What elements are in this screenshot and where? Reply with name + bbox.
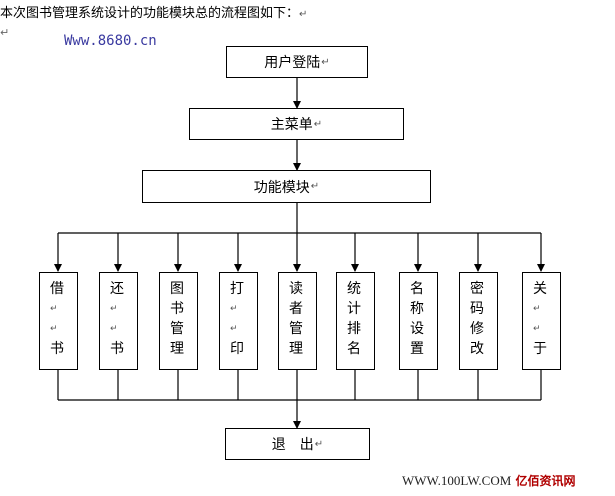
module-char: 统 xyxy=(347,281,361,297)
module-box-5: 读者管理 xyxy=(278,272,317,370)
page-heading: 本次图书管理系统设计的功能模块总的流程图如下：↵ xyxy=(0,2,307,21)
module-char: 书 xyxy=(110,341,124,357)
module-char: ↵ xyxy=(50,324,58,334)
module-char: 书 xyxy=(170,301,184,317)
module-label: 关 ↵ ↵ 于 xyxy=(533,279,547,359)
module-box-1: 借 ↵ ↵ 书 xyxy=(39,272,78,370)
footer-brand: WWW.100LW.COM 亿佰资讯网 xyxy=(402,472,576,489)
module-char: 读 xyxy=(289,281,303,297)
module-char: ↵ xyxy=(50,304,58,314)
module-label: 统计排名 xyxy=(347,279,361,359)
module-char: 计 xyxy=(347,301,361,317)
module-char: 于 xyxy=(533,341,547,357)
module-char: ↵ xyxy=(230,324,238,334)
footer-site-name: 亿佰资讯网 xyxy=(515,474,576,488)
login-label: 用户登陆 xyxy=(264,55,321,71)
module-char: 称 xyxy=(410,301,424,317)
login-mark: ↵ xyxy=(321,56,330,68)
main-menu-box: 主菜单↵ xyxy=(189,108,404,140)
module-char: ↵ xyxy=(110,324,118,334)
exit-label: 退 出 xyxy=(271,437,314,453)
heading-text: 本次图书管理系统设计的功能模块总的流程图如下： xyxy=(0,6,300,21)
module-char: 关 xyxy=(533,281,547,297)
module-box-2: 还 ↵ ↵ 书 xyxy=(99,272,138,370)
module-char: ↵ xyxy=(110,304,118,314)
module-char: 理 xyxy=(170,341,184,357)
exit-mark: ↵ xyxy=(314,438,324,450)
module-char: 还 xyxy=(110,281,124,297)
module-box-4: 打 ↵ ↵ 印 xyxy=(219,272,258,370)
exit-box: 退 出↵ xyxy=(225,428,370,460)
module-char: 设 xyxy=(410,321,424,337)
module-char: 图 xyxy=(170,281,184,297)
module-char: 者 xyxy=(289,301,303,317)
module-char: 改 xyxy=(470,341,484,357)
module-char: 管 xyxy=(289,321,303,337)
module-box-3: 图书管理 xyxy=(159,272,198,370)
module-char: 置 xyxy=(410,341,424,357)
footer-url: WWW.100LW.COM xyxy=(402,473,512,488)
module-box-6: 统计排名 xyxy=(336,272,375,370)
module-label: 读者管理 xyxy=(289,279,303,359)
module-char: 密 xyxy=(470,281,484,297)
module-char: 名 xyxy=(347,341,361,357)
main-menu-mark: ↵ xyxy=(313,118,323,130)
watermark-url: Www.8680.cn xyxy=(64,33,157,49)
module-label: 图书管理 xyxy=(170,279,184,359)
module-label: 密码修改 xyxy=(470,279,484,359)
module-char: 书 xyxy=(50,341,64,357)
module-char: 理 xyxy=(289,341,303,357)
modules-mark: ↵ xyxy=(310,181,320,192)
paragraph-mark: ↵ xyxy=(0,26,10,39)
modules-box: 功能模块↵ xyxy=(142,170,431,203)
module-char: 印 xyxy=(230,341,244,357)
module-label: 还 ↵ ↵ 书 xyxy=(110,279,124,359)
module-box-9: 关 ↵ ↵ 于 xyxy=(522,272,561,370)
login-box: 用户登陆↵ xyxy=(226,46,368,78)
module-char: 打 xyxy=(230,281,244,297)
module-label: 打 ↵ ↵ 印 xyxy=(230,279,244,359)
module-char: 修 xyxy=(470,321,484,337)
module-char: ↵ xyxy=(533,304,541,314)
modules-label: 功能模块 xyxy=(253,179,310,196)
module-label: 借 ↵ ↵ 书 xyxy=(50,279,64,359)
module-box-7: 名称设置 xyxy=(399,272,438,370)
module-label: 名称设置 xyxy=(410,279,424,359)
module-char: 名 xyxy=(410,281,424,297)
module-char: 管 xyxy=(170,321,184,337)
module-char: ↵ xyxy=(230,304,238,314)
module-char: 码 xyxy=(470,301,484,317)
main-menu-label: 主菜单 xyxy=(270,117,313,133)
module-box-8: 密码修改 xyxy=(459,272,498,370)
module-char: ↵ xyxy=(533,324,541,334)
heading-paragraph-mark: ↵ xyxy=(299,9,308,20)
module-char: 借 xyxy=(50,281,64,297)
module-char: 排 xyxy=(347,321,361,337)
